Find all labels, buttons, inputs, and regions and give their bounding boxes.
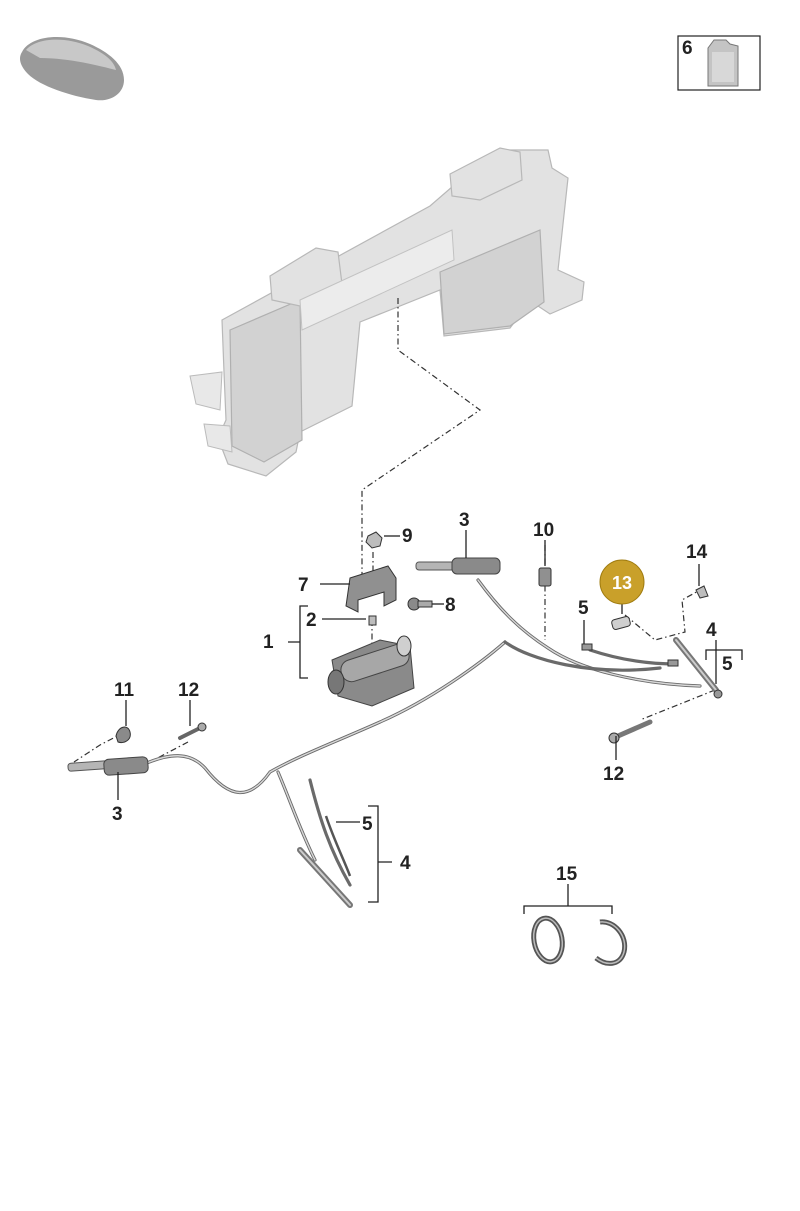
callout-6: 6 bbox=[682, 38, 693, 59]
highlight-badge-13[interactable]: 13 bbox=[599, 559, 645, 605]
callout-12-right: 12 bbox=[603, 764, 624, 785]
crossmember-frame bbox=[189, 147, 585, 477]
callout-7: 7 bbox=[298, 575, 309, 596]
hydraulic-cylinder-left[interactable] bbox=[67, 756, 149, 776]
callout-5-lower: 5 bbox=[362, 814, 373, 835]
hex-nut[interactable] bbox=[365, 531, 383, 549]
callout-1: 1 bbox=[263, 632, 274, 653]
hose-fittings[interactable] bbox=[297, 637, 723, 908]
callout-4-lower: 4 bbox=[400, 853, 411, 874]
circlip-pair[interactable] bbox=[530, 915, 628, 966]
clip-part-14[interactable] bbox=[695, 585, 709, 599]
car-silhouette-icon bbox=[20, 37, 124, 101]
callout-3-top: 3 bbox=[459, 510, 470, 531]
callout-11: 11 bbox=[114, 680, 135, 701]
callout-15: 15 bbox=[556, 864, 578, 885]
hydraulic-cylinder-right[interactable] bbox=[415, 557, 501, 575]
callout-labels: 9 3 10 7 8 2 1 5 14 4 5 11 12 12 3 5 4 1… bbox=[112, 510, 733, 885]
callout-12-left: 12 bbox=[178, 680, 199, 701]
callout-13: 13 bbox=[612, 573, 632, 593]
callout-5-right: 5 bbox=[722, 654, 733, 675]
rivet[interactable] bbox=[368, 615, 377, 626]
callout-3-bottom: 3 bbox=[112, 804, 123, 825]
mounting-bracket[interactable] bbox=[345, 565, 397, 613]
leader-lines bbox=[117, 530, 743, 914]
bolt-12-left[interactable] bbox=[178, 722, 207, 740]
callout-14: 14 bbox=[686, 542, 708, 563]
fluid-box[interactable]: 6 bbox=[677, 35, 761, 91]
callout-5-upper: 5 bbox=[578, 598, 589, 619]
callout-2: 2 bbox=[306, 610, 317, 631]
callout-9: 9 bbox=[402, 526, 413, 547]
valve-connector[interactable] bbox=[538, 567, 552, 587]
oil-canister-icon bbox=[707, 39, 739, 87]
callout-8: 8 bbox=[445, 595, 456, 616]
clip-11[interactable] bbox=[115, 726, 131, 743]
sleeve-part[interactable] bbox=[611, 616, 631, 630]
callout-4-right: 4 bbox=[706, 620, 717, 641]
bolt[interactable] bbox=[407, 597, 433, 611]
callout-10: 10 bbox=[533, 520, 554, 541]
hydraulic-pump-unit[interactable] bbox=[327, 635, 415, 707]
bolt-12-right[interactable] bbox=[608, 719, 653, 744]
